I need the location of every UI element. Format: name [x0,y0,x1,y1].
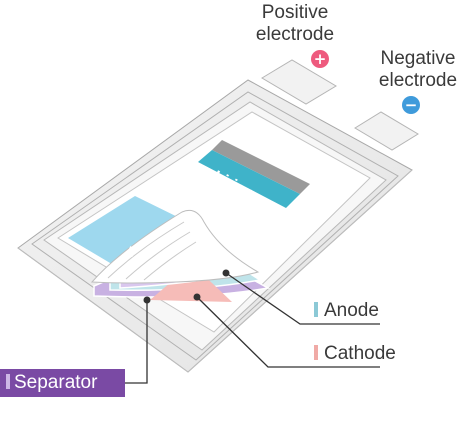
cathode-pointer [193,293,201,301]
pouch-rim-1 [31,91,399,361]
anode-text: Anode [324,300,379,321]
separator-text: Separator [14,372,98,393]
pouch-edge [17,247,189,373]
negative-line-1: Negative [380,48,456,69]
minus-icon: − [402,96,420,114]
inner-panel [68,196,200,276]
anode-pointer [222,269,230,277]
cathode-leader [196,296,380,368]
negative-electrode-label: Negative electrode [366,48,469,92]
anode-leader [225,272,380,325]
cathode-text: Cathode [324,343,396,364]
separator-leader [125,300,148,384]
negative-line-2: electrode [378,70,458,91]
positive-electrode-label: Positive electrode [236,2,354,46]
negative-tab [354,111,419,151]
label-blue-band [198,150,300,208]
flap-fold-line-1 [107,221,185,279]
positive-line-1: Positive [261,2,329,23]
pouch-edge-right [187,169,413,373]
positive-tab [261,59,337,105]
flap-fold-line-3 [143,241,197,281]
label-grey-band [212,140,310,194]
anode-key [314,302,318,317]
sheet-cathode [150,264,232,302]
separator-pointer [143,296,151,304]
cathode-label: Cathode [314,343,396,365]
cathode-key [314,345,318,360]
flap-fold-line-2 [125,231,191,280]
positive-line-2: electrode [255,24,335,45]
curled-flap [90,209,260,284]
anode-label: Anode [314,300,379,322]
separator-key [6,374,10,389]
separator-tag: Separator [0,369,125,397]
plus-icon: + [311,50,329,68]
